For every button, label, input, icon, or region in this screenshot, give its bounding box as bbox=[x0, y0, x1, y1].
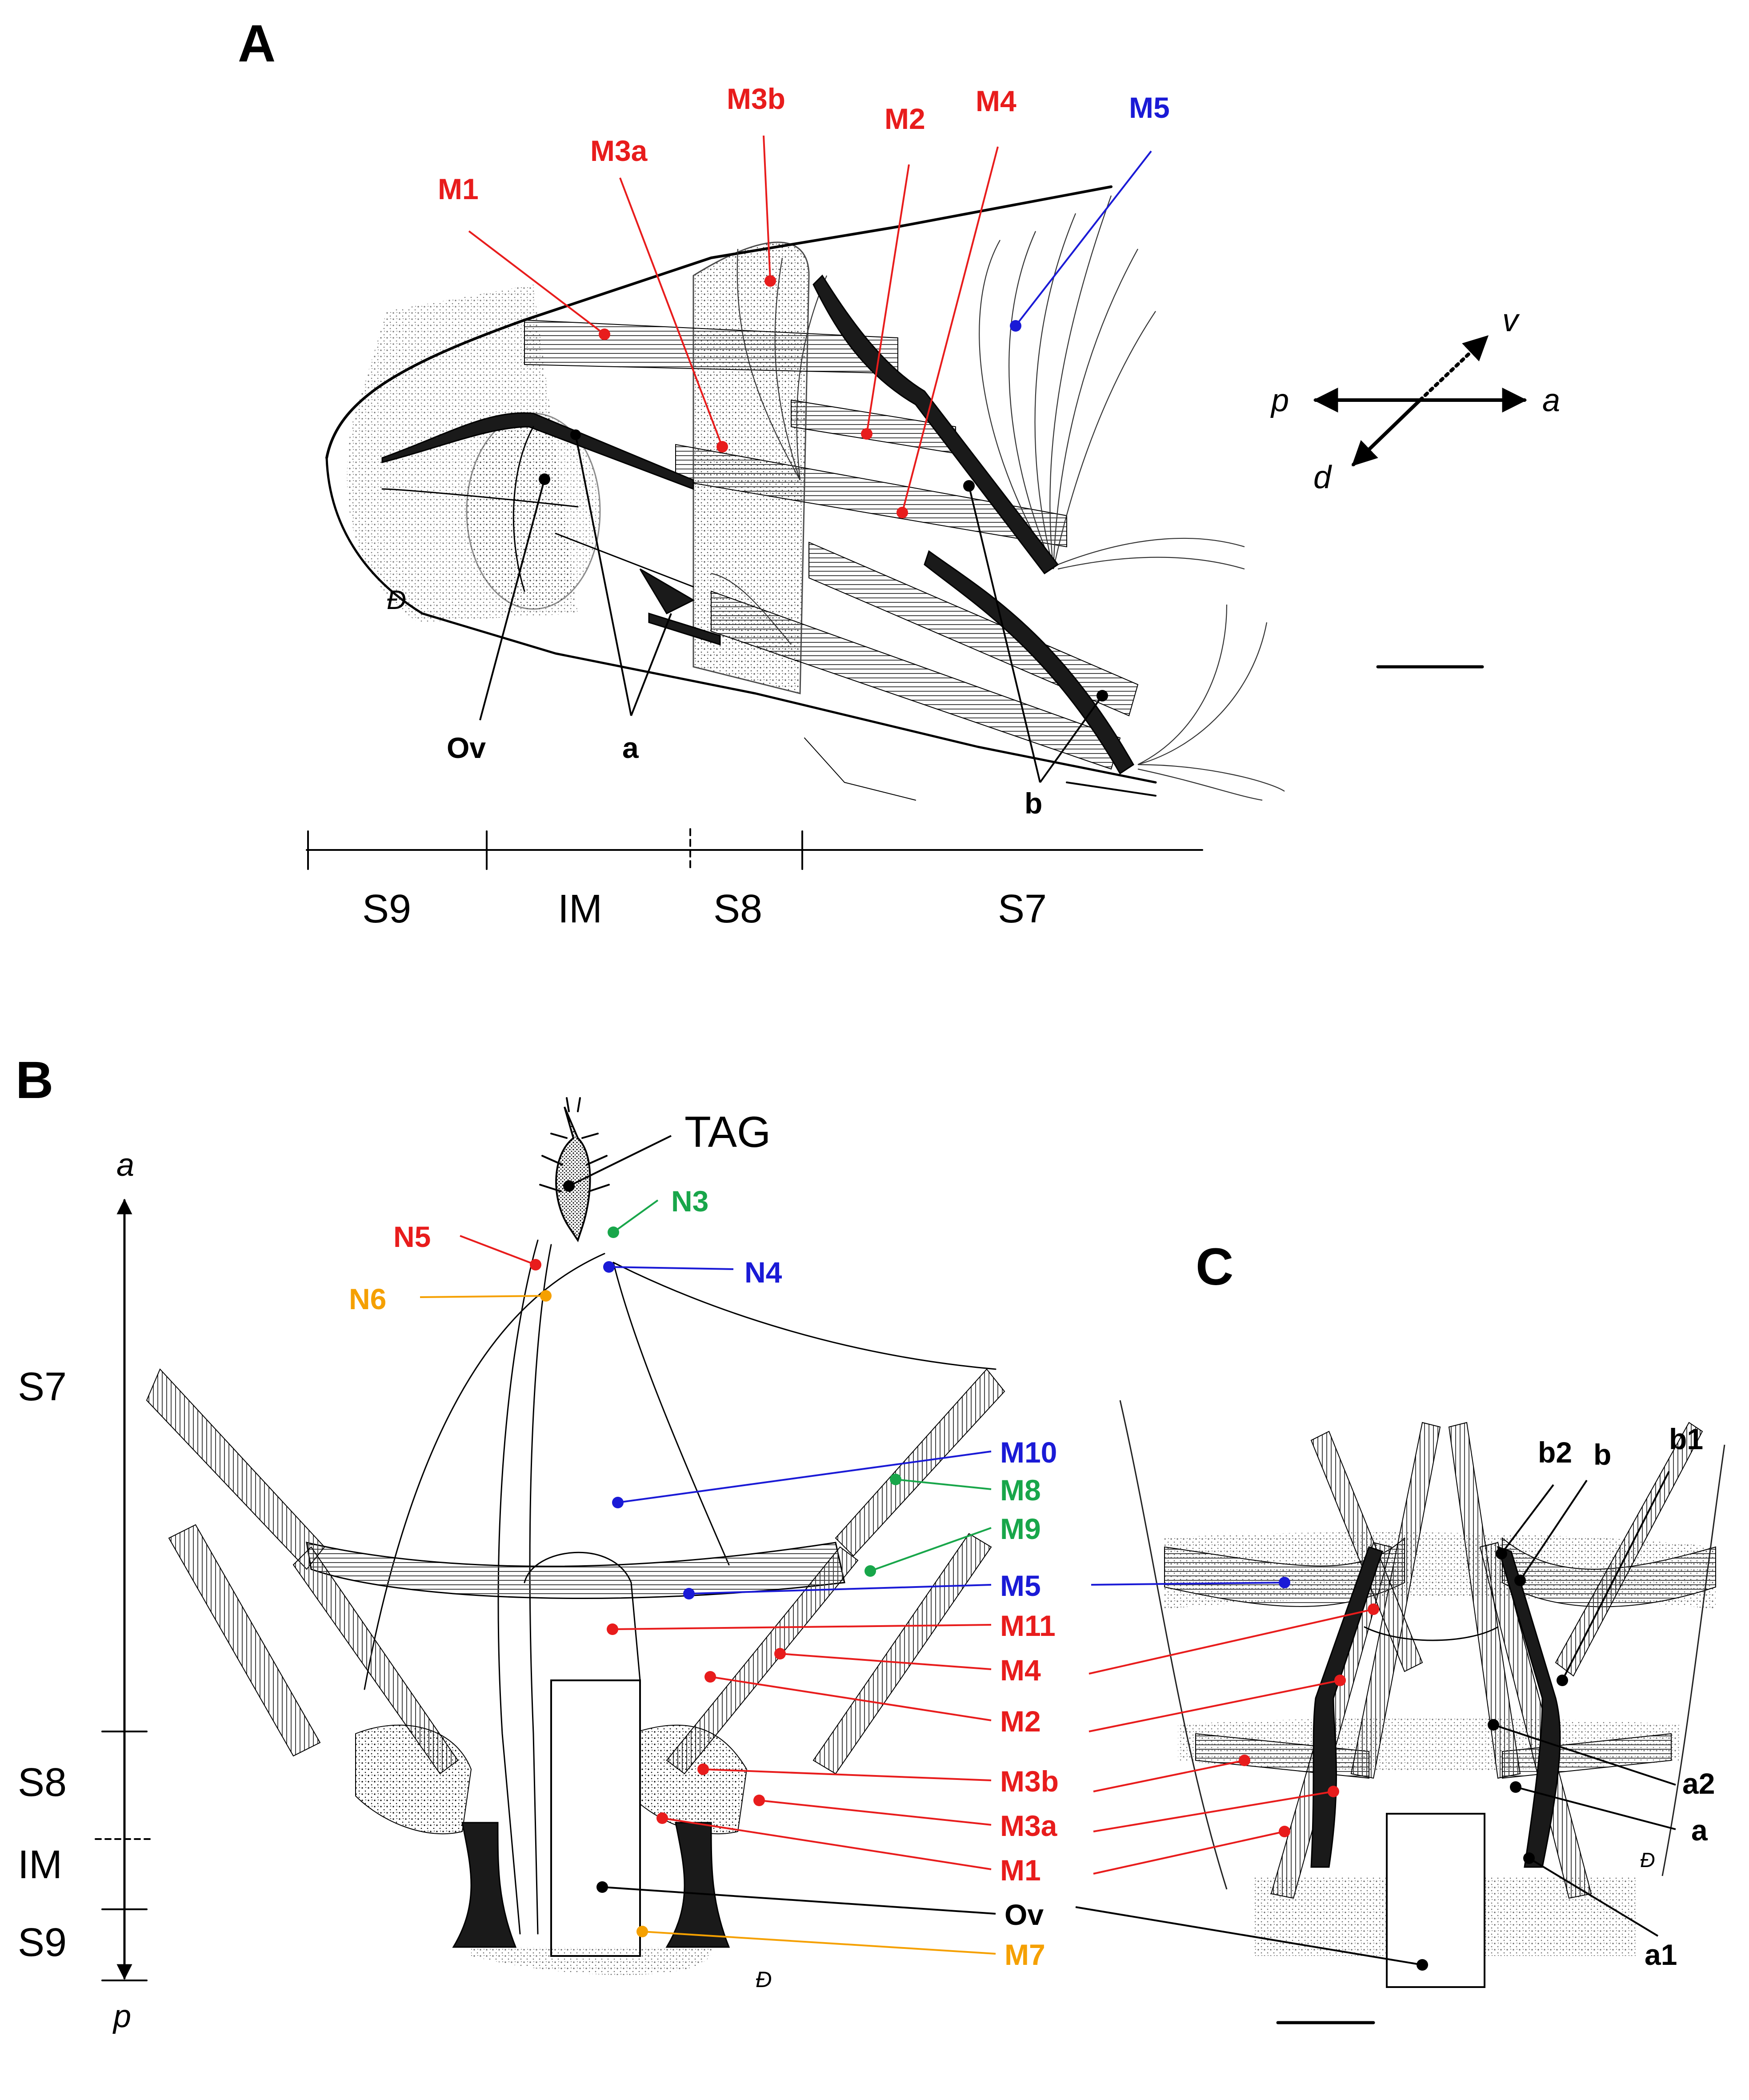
panel-a-segment-scale bbox=[306, 828, 1203, 872]
axis-b-a: a bbox=[116, 1147, 134, 1183]
label-n4: N4 bbox=[744, 1256, 782, 1289]
label-m5-b: M5 bbox=[1000, 1569, 1041, 1602]
artist-signature-b: Ð bbox=[756, 1967, 772, 1992]
panel-a-abdomen-drawing: Ð bbox=[325, 185, 1285, 801]
artist-signature-a: Ð bbox=[387, 585, 406, 615]
label-m10: M10 bbox=[1000, 1436, 1057, 1469]
label-a1: a1 bbox=[1645, 1938, 1677, 1971]
label-m1: M1 bbox=[438, 172, 479, 205]
label-a: a bbox=[622, 731, 639, 764]
label-b: b bbox=[1025, 787, 1042, 820]
label-m11: M11 bbox=[1000, 1609, 1056, 1642]
panel-b-axis bbox=[95, 1198, 154, 1981]
label-m3b-b: M3b bbox=[1000, 1765, 1059, 1798]
label-m4: M4 bbox=[976, 84, 1017, 117]
seg-b-s7: S7 bbox=[18, 1365, 67, 1409]
m1-dot bbox=[599, 329, 610, 340]
seg-s9: S9 bbox=[362, 887, 411, 931]
m5-fan bbox=[979, 195, 1285, 801]
m2-dot bbox=[861, 428, 872, 440]
label-n6: N6 bbox=[349, 1282, 386, 1315]
panel-b: B a p S7 S8 IM S9 bbox=[16, 1051, 1059, 2034]
label-ov: Ov bbox=[447, 731, 486, 764]
label-m2-b: M2 bbox=[1000, 1705, 1041, 1738]
panel-c: C Ð bbox=[1075, 1238, 1725, 2024]
label-tag: TAG bbox=[684, 1107, 771, 1156]
m4-dot bbox=[897, 507, 908, 518]
label-b2: b2 bbox=[1538, 1436, 1572, 1469]
panel-c-leaders bbox=[1075, 1471, 1676, 1971]
label-m4-b: M4 bbox=[1000, 1654, 1041, 1687]
seg-im: IM bbox=[558, 887, 602, 931]
axis-d: d bbox=[1313, 460, 1332, 495]
axis-v: v bbox=[1502, 303, 1520, 338]
seg-b-s9: S9 bbox=[18, 1920, 67, 1965]
label-c-b: b bbox=[1593, 1438, 1611, 1471]
label-m9: M9 bbox=[1000, 1512, 1041, 1545]
label-m5: M5 bbox=[1129, 91, 1170, 124]
label-m8: M8 bbox=[1000, 1474, 1041, 1507]
panel-c-drawing: Ð bbox=[1119, 1400, 1725, 1988]
panel-b-leaders bbox=[420, 1135, 996, 1955]
axis-a: a bbox=[1542, 383, 1560, 418]
label-m1-b: M1 bbox=[1000, 1854, 1041, 1887]
label-m7: M7 bbox=[1005, 1938, 1045, 1971]
m3b-dot bbox=[764, 275, 776, 287]
orientation-axes bbox=[1313, 335, 1527, 466]
m3a-dot bbox=[716, 441, 728, 453]
label-m3a-b: M3a bbox=[1000, 1809, 1058, 1842]
label-m3b: M3b bbox=[727, 82, 785, 115]
panel-a-leaders bbox=[468, 135, 1152, 783]
panel-c-letter: C bbox=[1196, 1238, 1233, 1296]
seg-s7: S7 bbox=[998, 887, 1047, 931]
label-a2: a2 bbox=[1682, 1767, 1715, 1800]
axis-b-p: p bbox=[112, 1999, 131, 2034]
seg-b-im: IM bbox=[18, 1843, 62, 1887]
label-ov-b: Ov bbox=[1005, 1898, 1044, 1931]
label-m2: M2 bbox=[885, 102, 925, 135]
panel-a-letter: A bbox=[238, 14, 276, 73]
m5-dot bbox=[1010, 320, 1021, 332]
artist-signature-c: Ð bbox=[1640, 1848, 1655, 1872]
label-m3a: M3a bbox=[590, 134, 648, 167]
panel-a: A bbox=[238, 14, 1560, 931]
axis-p: p bbox=[1270, 383, 1289, 418]
label-n5: N5 bbox=[393, 1220, 431, 1253]
label-c-a: a bbox=[1691, 1814, 1708, 1847]
seg-b-s8: S8 bbox=[18, 1760, 67, 1805]
label-b1: b1 bbox=[1669, 1423, 1703, 1455]
label-n3: N3 bbox=[671, 1185, 708, 1218]
ov-dot bbox=[539, 473, 550, 485]
panel-b-letter: B bbox=[16, 1051, 53, 1110]
panel-b-drawing: Ð bbox=[146, 1097, 1005, 1992]
seg-s8: S8 bbox=[713, 887, 762, 931]
